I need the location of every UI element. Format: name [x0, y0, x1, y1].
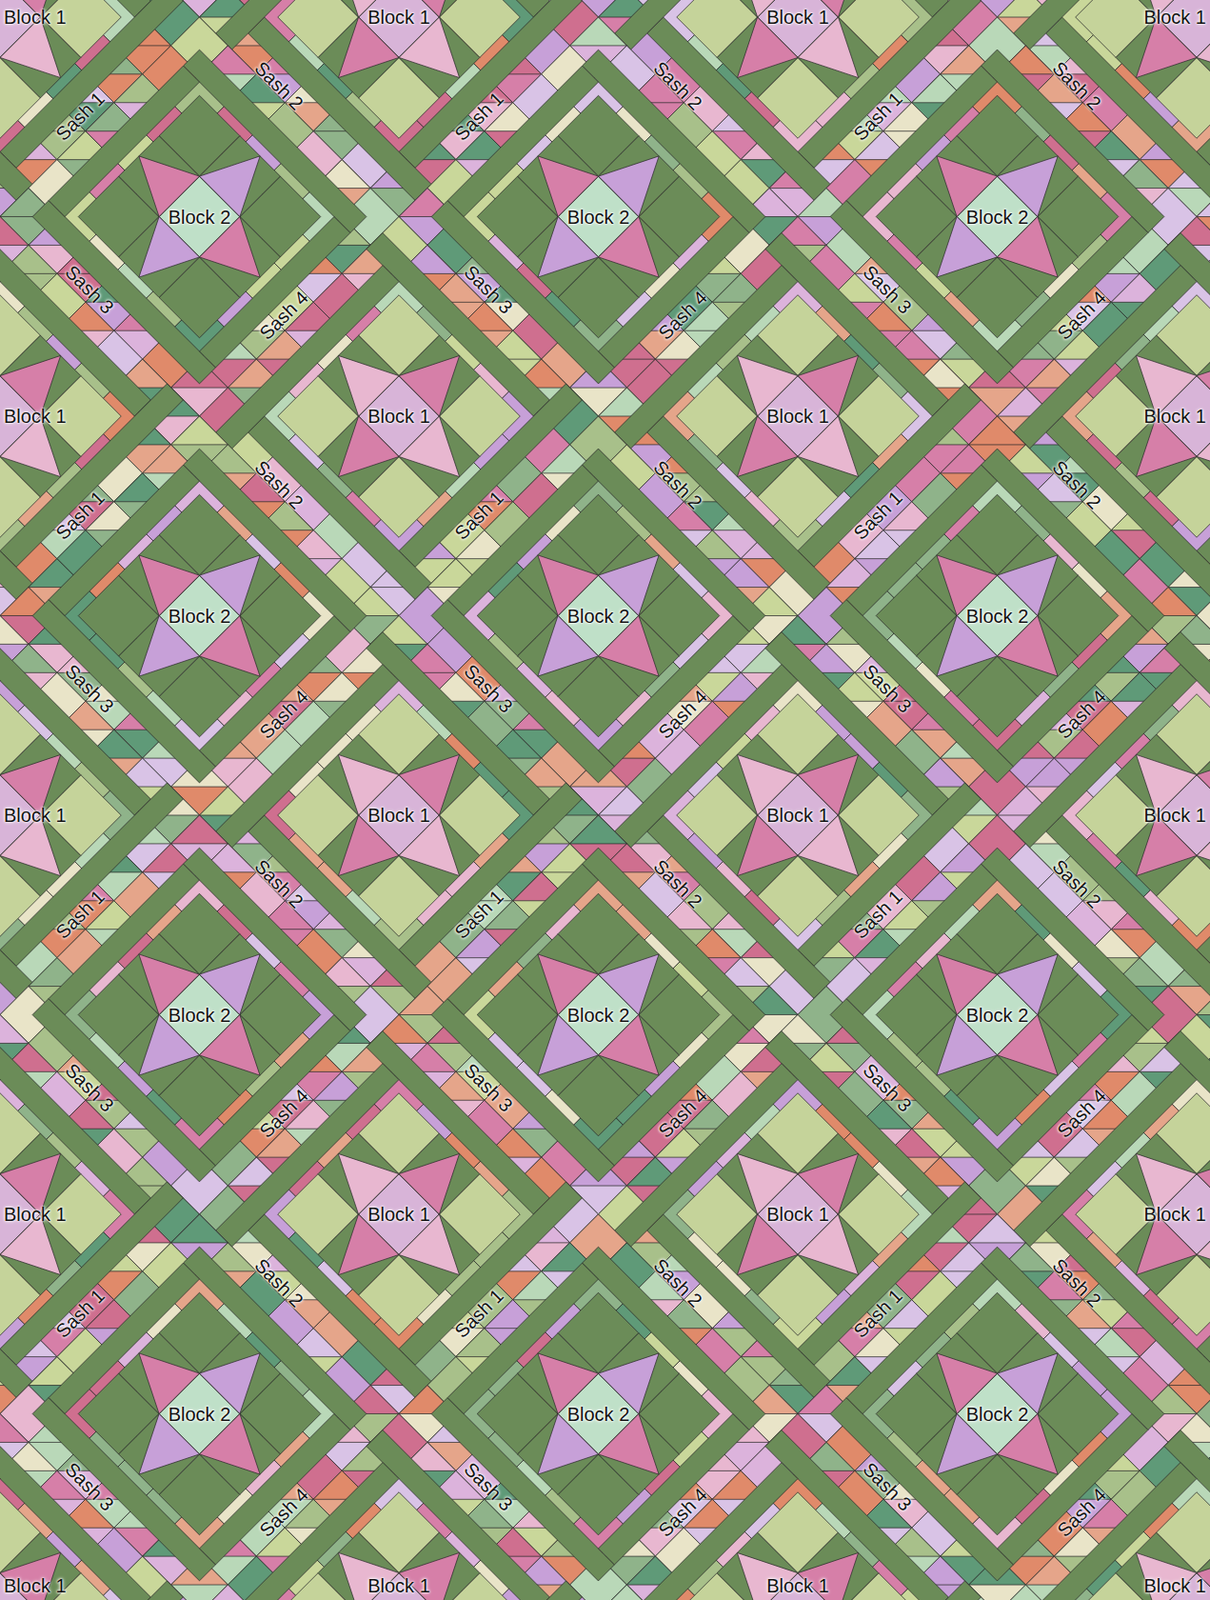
quilt-illustration: [0, 0, 1210, 1600]
quilt-page: Block 1Block 1Block 1Block 1Sash 1Sash 2…: [0, 0, 1210, 1600]
